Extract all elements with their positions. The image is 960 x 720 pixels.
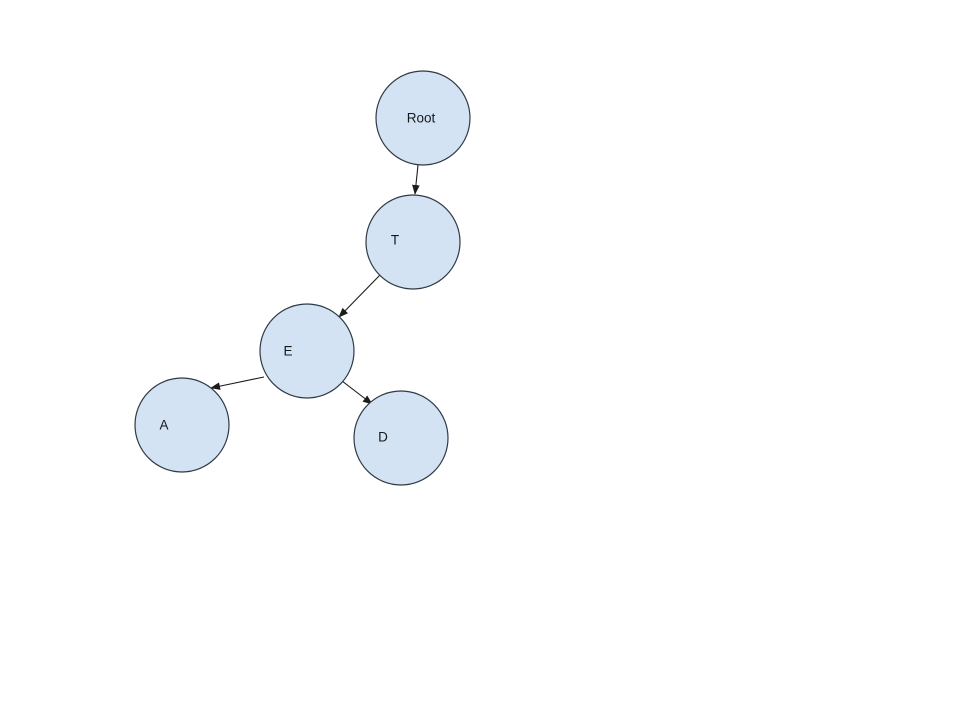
- node-label-e: E: [283, 344, 292, 359]
- node-root[interactable]: Root: [375, 70, 471, 166]
- edge-e-to-a: [210, 376, 265, 390]
- node-t[interactable]: T: [365, 194, 461, 290]
- edge-root-to-t: [412, 164, 420, 195]
- node-circle-a[interactable]: [134, 377, 230, 473]
- node-a[interactable]: A: [134, 377, 230, 473]
- node-circle-root[interactable]: [375, 70, 471, 166]
- node-label-a: A: [159, 418, 168, 433]
- edge-t-to-e: [338, 274, 381, 318]
- node-label-t: T: [391, 233, 399, 248]
- edge-e-to-d: [341, 380, 373, 405]
- node-e[interactable]: E: [259, 303, 355, 399]
- node-d[interactable]: D: [353, 390, 449, 486]
- node-label-root: Root: [407, 111, 436, 126]
- node-circle-e[interactable]: [259, 303, 355, 399]
- node-circle-d[interactable]: [353, 390, 449, 486]
- edges-layer: [210, 164, 420, 405]
- node-circle-t[interactable]: [365, 194, 461, 290]
- node-label-d: D: [378, 430, 388, 445]
